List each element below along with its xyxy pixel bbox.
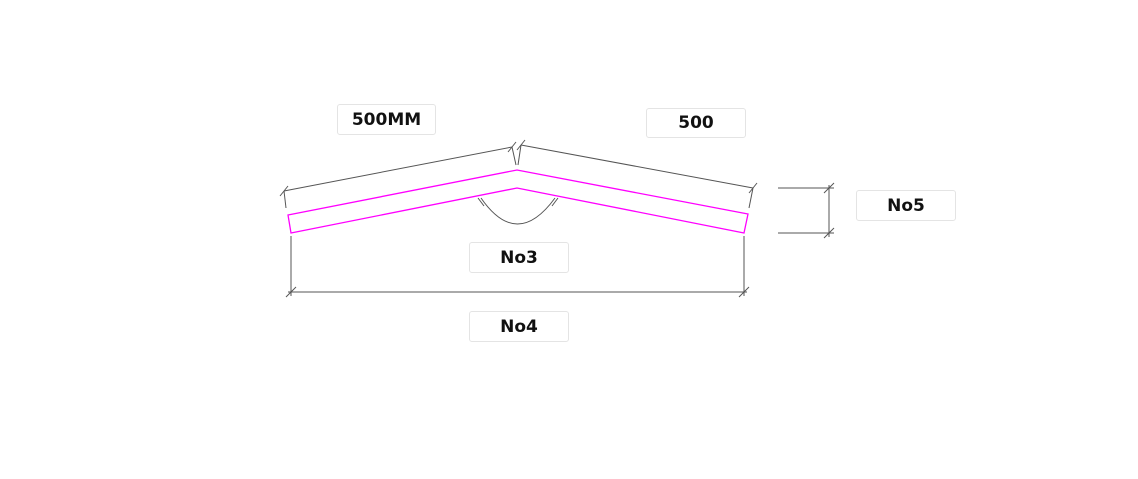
right-slope-extension [748,187,754,209]
thickness-tick-bottom [823,227,835,239]
ridge-plate-profile[interactable] [287,169,749,234]
width-tick-left [285,286,297,298]
left-slope-dimension-line [283,146,513,192]
apex-angle-arc [480,197,556,225]
overall-width-label[interactable]: No4 [469,311,569,342]
right-slope-length-label[interactable]: 500 [646,108,746,138]
apex-angle-label[interactable]: No3 [469,242,569,273]
thickness-tick-top [823,182,835,194]
left-slope-length-label[interactable]: 500MM [337,104,436,135]
right-slope-dimension-line [520,144,754,189]
apex-angle-tick-left [477,197,485,207]
left-apex-extension [511,146,517,166]
apex-angle-tick-right [551,197,559,207]
right-apex-extension [517,144,522,166]
left-slope-extension [283,190,287,209]
dimension-lines [279,139,835,298]
thickness-label[interactable]: No5 [856,190,956,221]
width-tick-right [738,286,750,298]
